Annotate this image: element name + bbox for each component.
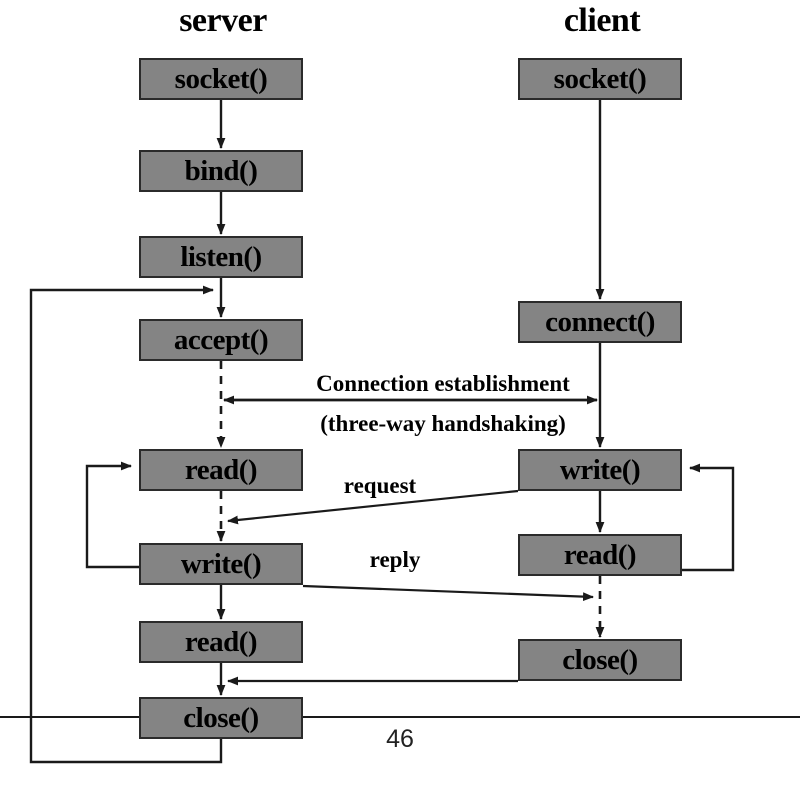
node-server-read-1[interactable]: read() bbox=[139, 449, 303, 491]
node-client-close[interactable]: close() bbox=[518, 639, 682, 681]
loop-client-read-to-write bbox=[682, 463, 735, 572]
loop-server-close-to-accept bbox=[29, 285, 223, 764]
node-server-bind[interactable]: bind() bbox=[139, 150, 303, 192]
node-client-socket[interactable]: socket() bbox=[518, 58, 682, 100]
edge-request-client-to-server bbox=[227, 489, 519, 525]
label-reply: reply bbox=[369, 547, 421, 572]
label-request: request bbox=[343, 473, 417, 498]
node-server-listen[interactable]: listen() bbox=[139, 236, 303, 278]
node-server-read-2[interactable]: read() bbox=[139, 621, 303, 663]
column-title-client: client bbox=[563, 2, 641, 39]
node-server-close[interactable]: close() bbox=[139, 697, 303, 739]
node-client-read[interactable]: read() bbox=[518, 534, 682, 576]
label-connection-establishment: Connection establishment bbox=[316, 371, 570, 396]
node-server-socket[interactable]: socket() bbox=[139, 58, 303, 100]
edge-reply-server-to-client bbox=[302, 584, 594, 602]
node-client-connect[interactable]: connect() bbox=[518, 301, 682, 343]
node-server-accept[interactable]: accept() bbox=[139, 319, 303, 361]
node-client-write[interactable]: write() bbox=[518, 449, 682, 491]
page-number: 46 bbox=[386, 725, 414, 753]
column-title-server: server bbox=[179, 2, 267, 39]
node-server-write[interactable]: write() bbox=[139, 543, 303, 585]
label-three-way-handshaking: (three-way handshaking) bbox=[320, 411, 566, 436]
loop-server-write-to-read bbox=[85, 461, 139, 569]
